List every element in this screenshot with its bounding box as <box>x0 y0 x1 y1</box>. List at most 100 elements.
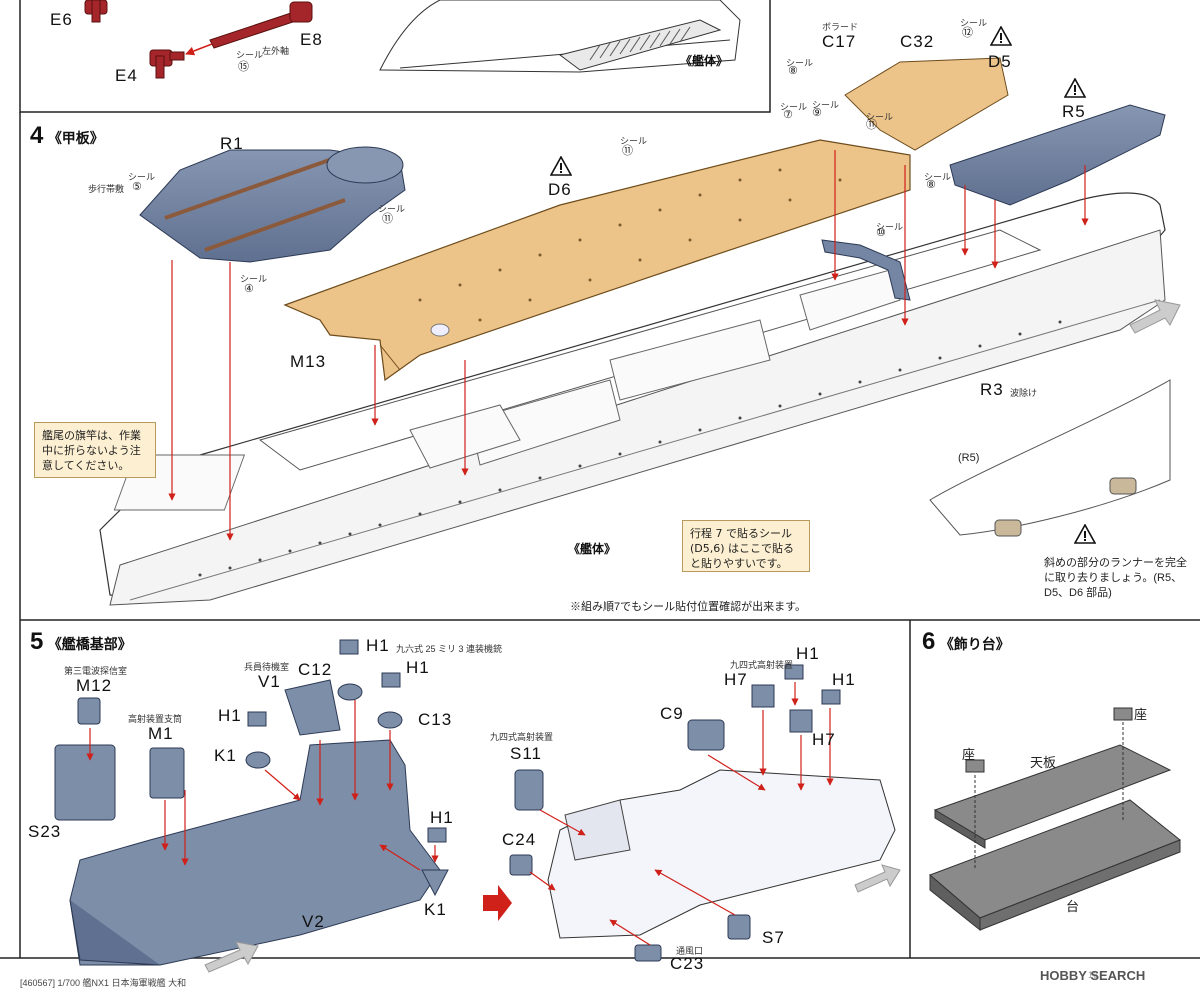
panel-frames <box>0 0 1200 959</box>
warning-icon-r5 <box>1063 77 1087 102</box>
wave-breaker-label: 波除け <box>1010 388 1038 398</box>
seal-label-5: シール <box>128 172 156 182</box>
part-v2 <box>69 739 441 966</box>
part-label-d6: D6 <box>548 180 572 199</box>
step5-number: 5 <box>30 628 44 655</box>
step6-title: 《飾り台》 <box>939 637 1010 653</box>
step4-arrows <box>168 150 1089 541</box>
seal-9: ⑨ <box>812 106 822 119</box>
watermark: HOBBY SEARCH <box>1040 968 1146 983</box>
direction-arrows <box>204 299 1181 973</box>
runner-removal-note: 斜めの部分のランナーを完全に取り去りましょう。(R5、D5、D6 部品) <box>1044 557 1187 599</box>
seal-check-note: ※組み順7でもシール貼付位置確認が出来ます。 <box>570 601 807 613</box>
note-flagpole: 艦尾の旗竿は、作業中に折らないよう注意してください。 <box>34 422 156 478</box>
step5-right-subparts <box>509 664 841 962</box>
seal-label-8a: シール <box>786 58 814 68</box>
part-label-s23: S23 <box>28 822 62 841</box>
crew-room-label: 兵員待機室 <box>244 662 290 672</box>
walkway-label: 歩行帯敷 <box>88 184 125 194</box>
part-label-h1-f: H1 <box>832 670 856 689</box>
seal-label: シール <box>236 50 264 60</box>
step6-number: 6 <box>922 628 936 655</box>
seal-12: ⑫ <box>962 26 973 39</box>
seal-label-7: シール <box>780 102 808 112</box>
page-number: 16 <box>1088 970 1099 980</box>
transition-arrow <box>483 885 512 921</box>
seal-5: ⑤ <box>132 180 142 193</box>
part-label-r5: R5 <box>1062 102 1086 121</box>
seal-11b: ⑪ <box>622 144 633 157</box>
m13-ring <box>430 323 450 337</box>
warning-icon-runner <box>1073 523 1097 548</box>
part-label-s11: S11 <box>510 744 542 763</box>
part-label-r3: R3 <box>980 380 1004 399</box>
seat-label-a: 座 <box>1134 707 1148 722</box>
part-label-s7: S7 <box>762 928 785 947</box>
hull-caption-top: 《艦体》 <box>680 54 729 68</box>
part-label-v2: V2 <box>302 912 325 931</box>
step5-title: 《艦橋基部》 <box>47 637 132 653</box>
display-stand <box>929 707 1181 932</box>
step4-number: 4 <box>30 122 44 149</box>
top-board-label: 天板 <box>1030 755 1057 770</box>
r5-detail-label: (R5) <box>958 452 980 464</box>
step5-heading: 5 《艦橋基部》 <box>30 628 132 656</box>
part-label-m13: M13 <box>290 352 327 371</box>
part-label-c17: C17 <box>822 32 857 51</box>
seal-4: ④ <box>244 282 254 295</box>
part-label-r1: R1 <box>220 134 244 153</box>
axle-label: 左外軸 <box>262 46 290 56</box>
part-r3 <box>821 239 911 301</box>
part-label-h7-a: H7 <box>724 670 748 689</box>
step5-left-subparts <box>54 639 449 897</box>
step4-heading: 4 《甲板》 <box>30 122 104 150</box>
part-label-k1-b: K1 <box>424 900 447 919</box>
part-label-c13: C13 <box>418 710 453 729</box>
seal-7: ⑦ <box>783 108 793 121</box>
radar-room-label: 第三電波探信室 <box>64 666 128 676</box>
shaft-arrow <box>185 43 213 56</box>
step5-left-arrows <box>86 700 439 871</box>
part-d5 <box>844 57 1009 151</box>
seal-11a: ⑪ <box>382 212 393 225</box>
seal-label-11a: シール <box>378 204 406 214</box>
seal-10: ⑩ <box>876 226 886 239</box>
seat-label-b: 座 <box>962 747 976 762</box>
part-label-c32: C32 <box>900 32 935 51</box>
top-hull-rungs <box>589 26 691 61</box>
seal-label-11c: シール <box>866 112 894 122</box>
bridge-assembled <box>547 769 896 939</box>
seal-label-4: シール <box>240 274 268 284</box>
bollard-label: ボラード <box>822 22 859 32</box>
part-label-c23: C23 <box>670 954 705 973</box>
part-label-v1: V1 <box>258 672 281 691</box>
aa-support-label: 高射装置支筒 <box>128 714 183 724</box>
seal-11c: ⑪ <box>866 118 877 131</box>
base-label: 台 <box>1066 899 1080 914</box>
part-label-m1: M1 <box>148 724 174 743</box>
step5-right-arrows <box>529 682 834 946</box>
seal-label-11b: シール <box>620 136 648 146</box>
step4-title: 《甲板》 <box>47 131 104 147</box>
part-label-h1-a: H1 <box>366 636 390 655</box>
part-label-d5: D5 <box>988 52 1012 71</box>
part-label-e8: E8 <box>300 30 323 49</box>
part-label-c12: C12 <box>298 660 333 679</box>
part-r1 <box>139 146 406 263</box>
part-label-h1-e: H1 <box>796 644 820 663</box>
seal-8b: ⑧ <box>926 178 936 191</box>
seal-8a: ⑧ <box>788 64 798 77</box>
aa-94-label-b: 九四式高射装置 <box>730 660 794 670</box>
part-label-h1-c: H1 <box>218 706 242 725</box>
part-label-h1-b: H1 <box>406 658 430 677</box>
seal-number: ⑮ <box>238 60 249 73</box>
vent-label: 通風口 <box>676 946 704 956</box>
seal-label-12: シール <box>960 18 988 28</box>
part-label-e6: E6 <box>50 10 73 29</box>
warning-icon-d5 <box>989 25 1013 50</box>
product-code: [460567] 1/700 艦NX1 日本海軍戦艦 大和 <box>20 978 187 988</box>
part-label-h1-d: H1 <box>430 808 454 827</box>
part-d6 <box>283 139 911 382</box>
seal-label-10: シール <box>876 222 904 232</box>
